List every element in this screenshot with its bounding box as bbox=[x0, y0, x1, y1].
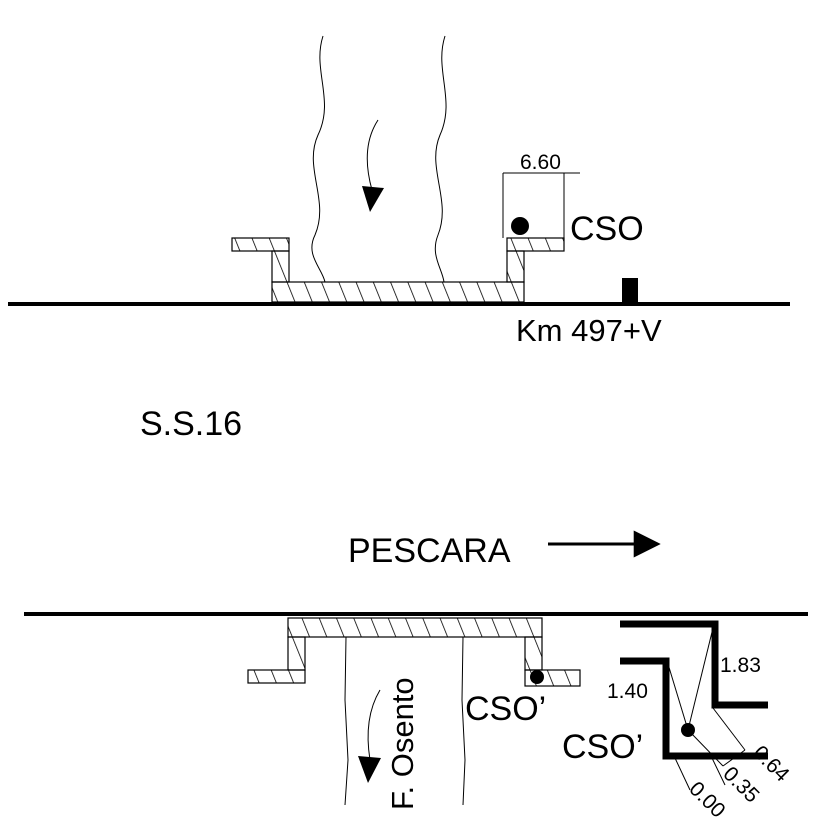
road-name-label: S.S.16 bbox=[140, 405, 242, 443]
dimension-6-60: 6.60 bbox=[520, 151, 561, 174]
upper-deck bbox=[271, 281, 525, 303]
upper-left-abutment bbox=[271, 250, 290, 283]
upper-flow-arrowhead bbox=[362, 186, 384, 212]
upper-bridge: 6.60 CSO Km 497+V bbox=[231, 35, 662, 348]
river-name-label: F. Osento bbox=[385, 677, 420, 810]
lower-left-abutment bbox=[287, 636, 306, 671]
detail-dim-1-83: 1.83 bbox=[720, 654, 761, 677]
detail-dim-1-40: 1.40 bbox=[607, 680, 648, 703]
km-label: Km 497+V bbox=[516, 313, 662, 348]
cso-point-marker bbox=[511, 217, 529, 235]
upper-left-wing bbox=[231, 237, 290, 252]
lower-right-abutment bbox=[524, 636, 543, 671]
lower-bridge: F. Osento CSO’ bbox=[247, 617, 581, 810]
detail-cso-prime-marker bbox=[681, 723, 695, 737]
detail-wall-lower bbox=[620, 657, 768, 760]
upper-right-wing bbox=[506, 237, 565, 252]
lower-river-right-bank bbox=[461, 636, 466, 806]
lower-flow-arrow bbox=[367, 689, 381, 761]
lower-deck bbox=[287, 617, 543, 638]
detail-cso-prime-label: CSO’ bbox=[562, 728, 643, 766]
upper-river-left-bank bbox=[311, 35, 326, 283]
cso-prime-detail: CSO’ 1.40 1.83 0.64 0.35 0.00 bbox=[562, 620, 794, 822]
detail-wall-upper bbox=[620, 620, 768, 709]
lower-river-left-bank bbox=[344, 636, 349, 806]
upper-river-right-bank bbox=[434, 35, 447, 283]
cso-prime-label: CSO’ bbox=[465, 690, 546, 728]
upper-right-abutment bbox=[506, 250, 525, 283]
direction-label: PESCARA bbox=[348, 532, 511, 570]
lower-flow-arrowhead bbox=[358, 756, 381, 783]
detail-dim-0-00: 0.00 bbox=[684, 777, 729, 822]
detail-dim-0-64: 0.64 bbox=[748, 741, 793, 786]
upper-flow-arrow bbox=[366, 119, 379, 191]
km-marker-post bbox=[622, 278, 638, 304]
lower-left-wing bbox=[247, 669, 306, 684]
cso-prime-point-marker bbox=[530, 670, 544, 684]
cso-label: CSO bbox=[570, 210, 644, 248]
